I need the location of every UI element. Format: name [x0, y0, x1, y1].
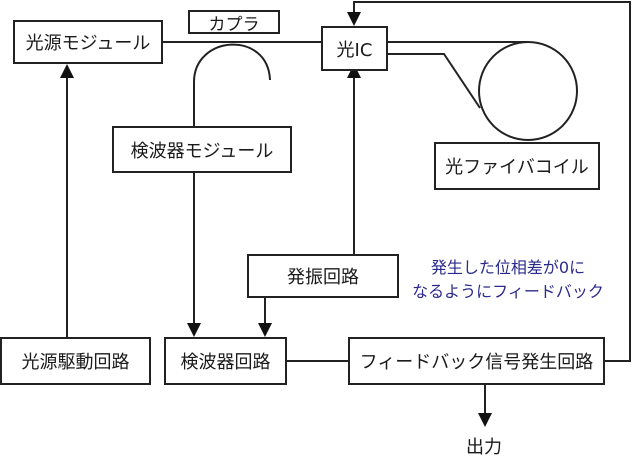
light-source-driver-block: 光源駆動回路 [0, 337, 151, 385]
light-source-module-block: 光源モジュール [13, 20, 163, 64]
feedback-annotation: 発生した位相差が0に なるようにフィードバック [408, 256, 608, 304]
detector-circuit-block: 検波器回路 [164, 337, 287, 385]
annotation-line-2: なるようにフィードバック [412, 282, 604, 301]
annotation-line-1: 発生した位相差が0に [430, 258, 586, 277]
optical-ic-block: 光IC [321, 26, 388, 71]
output-label: 出力 [466, 437, 502, 458]
detector-module-block: 検波器モジュール [112, 126, 292, 173]
feedback-generator-block: フィードバック信号発生回路 [348, 337, 605, 385]
coupler-block: カプラ [188, 10, 280, 35]
oscillator-block: 発振回路 [247, 254, 399, 298]
fiber-coil-block: 光ファイバコイル [434, 142, 600, 190]
